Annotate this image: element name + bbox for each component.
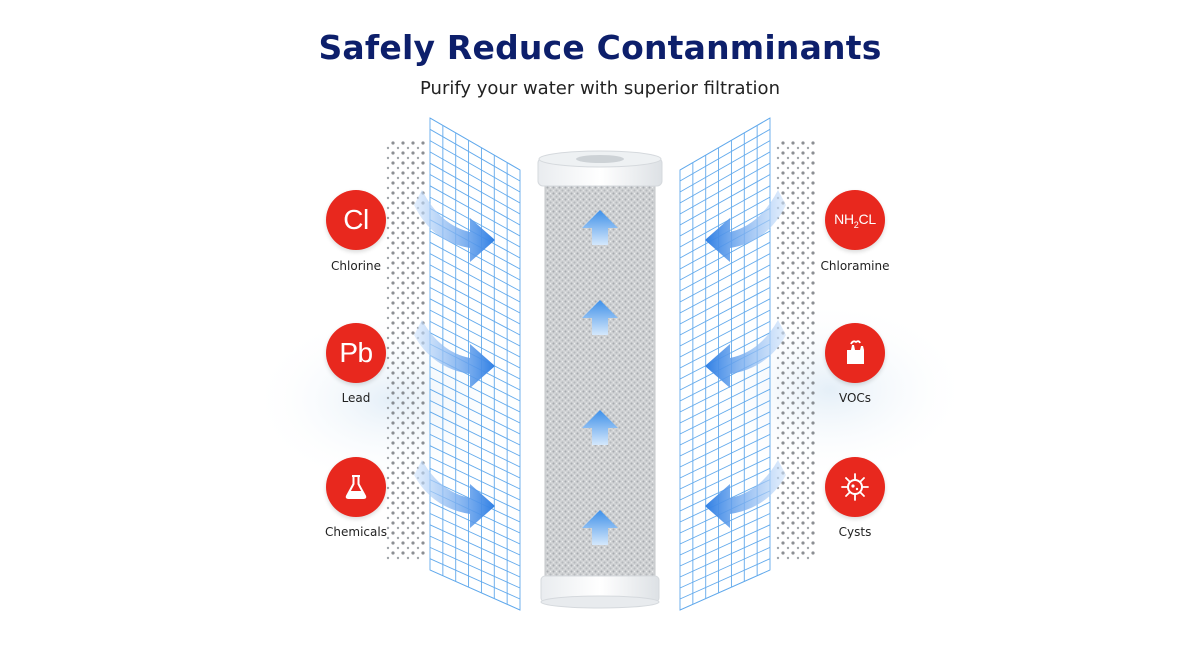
microbe-icon [841, 473, 869, 501]
chloramine-badge: NH2CL [825, 190, 885, 250]
chlorine-badge: Cl [326, 190, 386, 250]
chloramine-label: Chloramine [820, 259, 890, 273]
chemicals-label: Chemicals [325, 525, 387, 539]
cysts-label: Cysts [838, 525, 872, 539]
lead-symbol: Pb [339, 337, 373, 368]
vocs-label: VOCs [838, 391, 872, 405]
chemicals-badge [326, 457, 386, 517]
chloramine-symbol: NH2CL [834, 210, 876, 230]
vocs-badge [825, 323, 885, 383]
cysts-badge [825, 457, 885, 517]
flask-icon [345, 475, 367, 499]
lead-badge: Pb [326, 323, 386, 383]
subtitle-text: Purify your water with superior filtrati… [420, 78, 780, 99]
chlorine-symbol: Cl [343, 204, 369, 235]
inflow-arrows-right [705, 190, 786, 528]
inflow-arrows-left [414, 190, 495, 528]
chlorine-label: Chlorine [331, 259, 381, 273]
title-heading: Safely Reduce Contanminants [318, 28, 882, 67]
lead-label: Lead [341, 391, 371, 405]
upflow-arrows [582, 210, 618, 545]
factory-icon [847, 340, 864, 364]
